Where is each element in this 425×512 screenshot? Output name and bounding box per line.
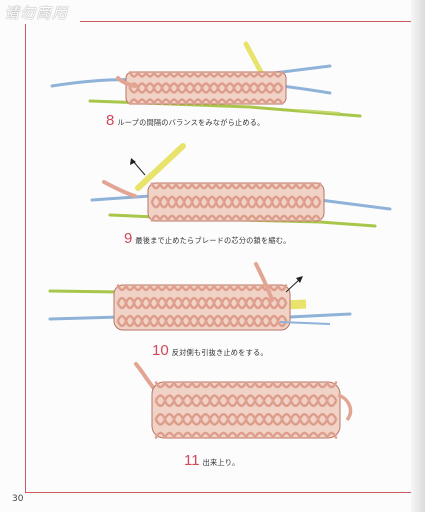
braid-body (113, 284, 291, 331)
braid-stitch-shade (311, 202, 321, 208)
page-number: 30 (12, 494, 24, 504)
step-number: 8 (106, 112, 115, 129)
braid-stitch-shade (277, 315, 287, 321)
frame-line-left (25, 24, 26, 492)
illustration-step-11 (134, 362, 353, 439)
illustration-step-10 (48, 262, 352, 331)
frame-line-bottom (25, 492, 425, 493)
cord-pink-loop (337, 393, 353, 422)
illustration-step-9 (90, 143, 392, 228)
braid-stitch-shade (311, 196, 321, 202)
braid-stitch-shade (277, 297, 287, 303)
cord-pink-tail (102, 180, 137, 198)
step-11: 11 出来上り。 (184, 452, 239, 469)
frame-line-top (80, 21, 425, 22)
cord-pink-tail (254, 262, 274, 302)
braid-body (125, 71, 287, 105)
step-number: 9 (124, 230, 133, 247)
cord-blue-end (279, 321, 331, 325)
braid-stitch-shade (273, 99, 283, 104)
step-caption: ループの間隔のバランスをみながら止める。 (117, 118, 265, 127)
page-gutter (411, 0, 425, 512)
cord-green-tip (299, 109, 341, 114)
step-caption: 最後まで止めたらブレードの芯分の鎖を縮む。 (135, 236, 291, 245)
braid-body (147, 182, 325, 222)
step-caption: 出来上り。 (202, 458, 240, 467)
braid-stitch-shade (326, 382, 337, 388)
illustration-step-8 (50, 41, 362, 118)
step-number: 11 (184, 452, 200, 469)
braid-stitch-shade (273, 88, 283, 93)
braid-stitch-shade (326, 413, 337, 419)
braid-stitch-shade (326, 401, 337, 407)
braid-stitch-shade (326, 395, 337, 401)
braid-stitch-shade (277, 303, 287, 309)
cord-pink-tail (116, 76, 137, 88)
arrow (285, 278, 301, 293)
step-number: 10 (152, 342, 169, 359)
step-9: 9 最後まで止めたらブレードの芯分の鎖を縮む。 (124, 230, 290, 247)
braid-stitch-shade (273, 83, 283, 88)
braid-stitch-shade (311, 183, 321, 189)
braid-stitch-shade (277, 285, 287, 291)
arrow (132, 160, 146, 176)
cord-yellow (135, 143, 186, 191)
arrow-head (296, 276, 303, 283)
braid-stitch-shade (326, 419, 337, 425)
braid-stitch-shade (326, 432, 337, 438)
braid-stitch-shade (311, 215, 321, 221)
arrow-head (130, 158, 136, 165)
braid-outline (151, 381, 341, 439)
braid-outline (147, 182, 325, 222)
step-10: 10 反対側も引抜き止めをする。 (152, 342, 268, 359)
step-8: 8 ループの間隔のバランスをみながら止める。 (106, 112, 265, 129)
braid-body (151, 381, 341, 439)
step-caption: 反対側も引抜き止めをする。 (171, 348, 268, 357)
braid-outline (125, 71, 287, 105)
watermark: 请勿商用 (4, 4, 69, 22)
cord-yellow (243, 41, 265, 77)
braid-stitch-shade (273, 72, 283, 77)
